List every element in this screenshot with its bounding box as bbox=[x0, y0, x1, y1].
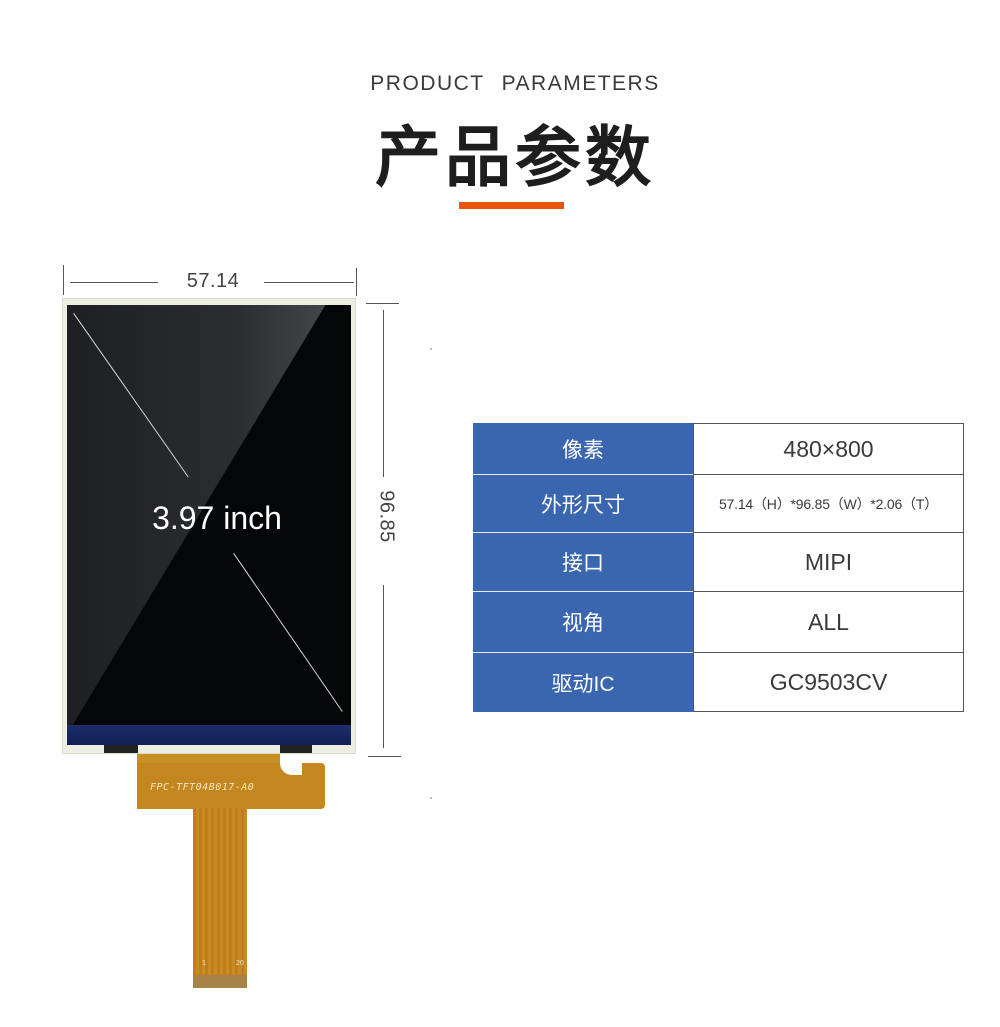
table-row: 视角 ALL bbox=[473, 592, 964, 653]
screen-size-label: 3.97 inch bbox=[152, 500, 282, 536]
spec-key-driver-ic: 驱动IC bbox=[473, 653, 693, 712]
height-dim-line-bottom bbox=[383, 585, 384, 748]
fpc-ribbon-tail bbox=[193, 808, 247, 988]
spec-value-viewing-angle: ALL bbox=[693, 592, 964, 653]
title-accent-bar bbox=[459, 202, 564, 209]
height-dimension-label: 96.85 bbox=[375, 490, 398, 543]
height-dim-tick-bottom bbox=[368, 756, 401, 757]
fpc-pin-start-label: 1 bbox=[202, 960, 206, 967]
table-row: 外形尺寸 57.14（H）*96.85（W）*2.06（T） bbox=[473, 475, 964, 533]
spec-value-pixels: 480×800 bbox=[693, 423, 964, 475]
spec-value-interface: MIPI bbox=[693, 533, 964, 592]
spec-key-pixels: 像素 bbox=[473, 423, 693, 475]
table-row: 接口 MIPI bbox=[473, 533, 964, 592]
height-dim-line-top bbox=[383, 310, 384, 477]
lcd-tab-right bbox=[280, 745, 312, 753]
spec-table: 像素 480×800 外形尺寸 57.14（H）*96.85（W）*2.06（T… bbox=[473, 423, 964, 712]
spec-value-driver-ic: GC9503CV bbox=[693, 653, 964, 712]
decor-dot bbox=[430, 797, 432, 799]
page-title: 产品参数 bbox=[375, 119, 655, 196]
width-dim-line-right bbox=[264, 282, 354, 283]
spec-key-viewing-angle: 视角 bbox=[473, 592, 693, 653]
width-dim-tick-right bbox=[356, 268, 357, 296]
fpc-part-label: FPC-TFT04B017-A0 bbox=[150, 782, 255, 793]
lcd-bottom-edge bbox=[67, 725, 351, 745]
width-dim-line-left bbox=[70, 282, 158, 283]
table-row: 驱动IC GC9503CV bbox=[473, 653, 964, 712]
spec-key-interface: 接口 bbox=[473, 533, 693, 592]
decor-dot bbox=[430, 348, 432, 350]
table-row: 像素 480×800 bbox=[473, 423, 964, 475]
section-subtitle: PRODUCT PARAMETERS bbox=[370, 72, 660, 95]
height-dim-tick-top bbox=[366, 303, 399, 304]
lcd-tab-left bbox=[104, 745, 138, 753]
width-dimension-label: 57.14 bbox=[186, 270, 240, 292]
fpc-notch bbox=[280, 753, 302, 775]
width-dim-tick-left bbox=[63, 265, 64, 295]
fpc-pin-end-label: 20 bbox=[236, 960, 244, 967]
fpc-ribbon-contacts bbox=[193, 975, 247, 988]
spec-key-dimensions: 外形尺寸 bbox=[473, 475, 693, 533]
spec-value-dimensions: 57.14（H）*96.85（W）*2.06（T） bbox=[693, 475, 964, 533]
